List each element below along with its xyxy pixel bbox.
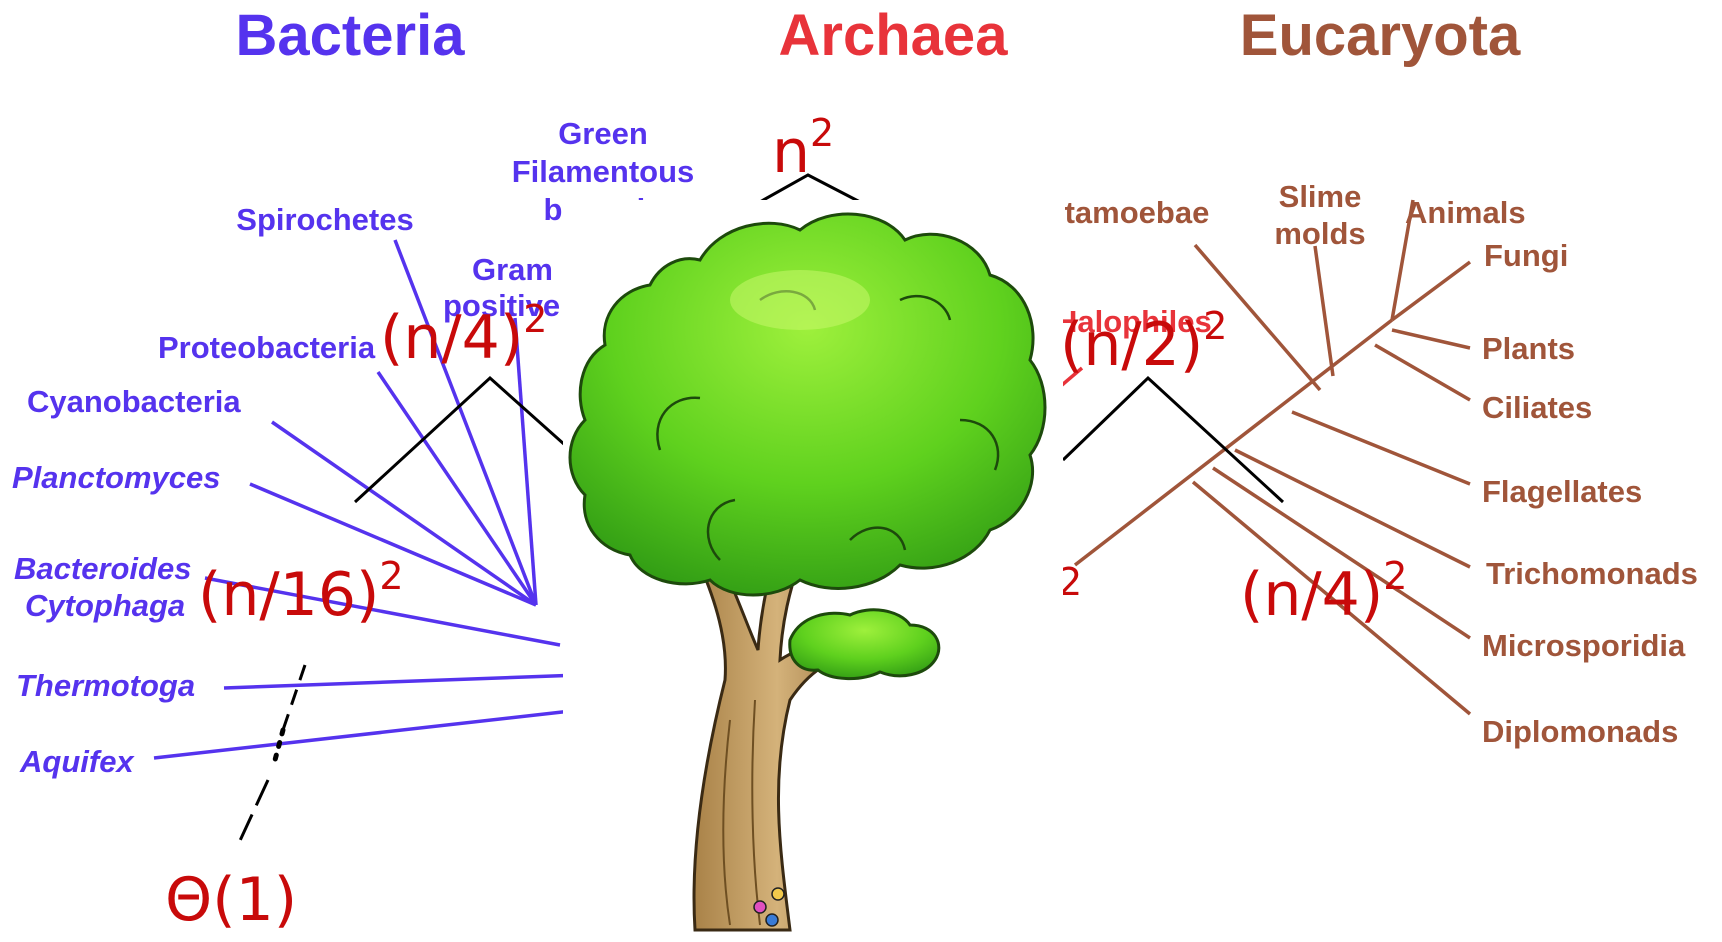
taxon-slime-molds-1: Slime [1279, 179, 1362, 214]
taxon-gram-positive-1: Gram [472, 252, 553, 287]
taxon-trichomonads: Trichomonads [1486, 556, 1698, 591]
taxon-flagellates: Flagellates [1482, 474, 1642, 509]
cost-leaf: Θ(1) [165, 865, 297, 935]
taxon-animals: Animals [1405, 195, 1526, 230]
taxon-green-filamentous-1: Green [558, 116, 648, 151]
bacteria-header: Bacteria [236, 3, 466, 68]
taxon-thermotoga: Thermotoga [16, 668, 195, 703]
eucaryota-header: Eucaryota [1240, 3, 1521, 68]
taxon-aquifex: Aquifex [19, 744, 135, 779]
taxon-fungi: Fungi [1484, 238, 1568, 273]
tree-icon [563, 200, 1063, 937]
taxon-planctomyces: Planctomyces [12, 460, 221, 495]
taxon-spirochetes: Spirochetes [236, 202, 413, 237]
eucaryota-branches [1075, 200, 1470, 714]
taxon-bacteroides: Bacteroides [14, 551, 191, 586]
archaea-header: Archaea [779, 3, 1009, 68]
taxon-proteobacteria: Proteobacteria [158, 330, 376, 365]
taxon-cytophaga: Cytophaga [25, 588, 185, 623]
taxon-diplomonads: Diplomonads [1482, 714, 1678, 749]
taxon-microsporidia: Microsporidia [1482, 628, 1686, 663]
cost-right-half: (n/2)2 [1060, 304, 1227, 380]
taxon-green-filamentous-2: Filamentous [512, 154, 695, 189]
cost-root: n2 [772, 111, 834, 187]
cost-right-quarter: (n/4)2 [1240, 554, 1407, 630]
cost-left-sixteenth: (n/16)2 [198, 554, 404, 630]
cost-left-half: (n/4)2 [380, 297, 547, 373]
taxon-slime-molds-2: molds [1274, 216, 1365, 251]
taxon-plants: Plants [1482, 331, 1575, 366]
taxon-ciliates: Ciliates [1482, 390, 1592, 425]
taxon-cyanobacteria: Cyanobacteria [27, 384, 241, 419]
